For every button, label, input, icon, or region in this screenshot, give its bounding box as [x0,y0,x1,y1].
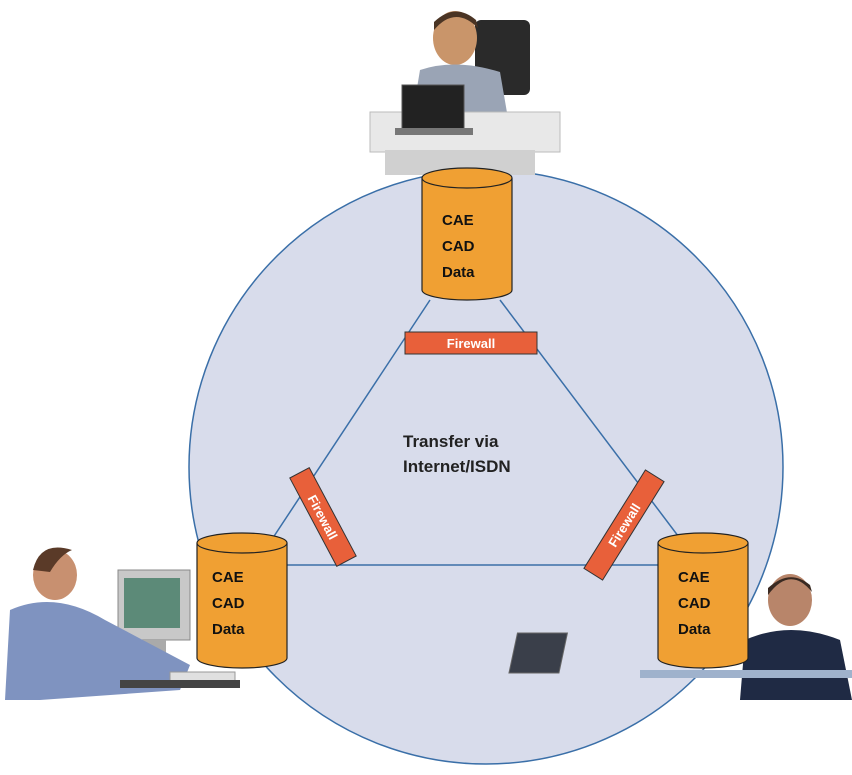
torso [5,602,190,700]
monitor-screen [124,578,180,628]
firewall-bar [404,331,538,355]
db-label-line3: Data [442,264,475,281]
cylinder-body [421,178,513,301]
db-label-line2: CAD [678,595,711,612]
db-label-line3: Data [678,621,711,638]
database-cylinder-top: CAE CAD Data [421,167,513,301]
db-label-line1: CAE [678,569,710,586]
db-label-line2: CAD [442,238,475,255]
cylinder-top [657,532,749,554]
link-top-left [254,299,431,566]
cylinder-top [421,167,513,189]
database-cylinder-right: CAE CAD Data [657,532,749,669]
firewall-top: Firewall [404,331,538,355]
cylinder-body [196,543,288,669]
db-label-line1: CAE [442,212,474,229]
hair [768,577,812,595]
laptop-screen [508,632,569,674]
cylinder-body [657,543,749,669]
head [768,574,812,626]
laptop-base [395,128,473,135]
firewall-bar [583,469,665,581]
person-left-illustration [5,547,240,700]
cylinder-top [196,532,288,554]
hair [434,11,478,30]
hair [33,547,72,572]
desk [120,680,240,688]
network-label-line1: Transfer via [403,432,499,451]
db-label-line1: CAE [212,569,244,586]
firewall-label: Firewall [447,336,495,351]
desk [640,670,852,678]
torso [740,630,852,700]
head [433,11,477,65]
person-top-illustration [369,11,561,175]
firewall-bar [289,467,357,567]
laptop-screen [401,84,465,131]
db-label-line3: Data [212,621,245,638]
network-label-line2: Internet/ISDN [403,457,511,476]
person-right-illustration [508,574,852,700]
database-cylinder-left: CAE CAD Data [196,532,288,669]
db-label-line2: CAD [212,595,245,612]
